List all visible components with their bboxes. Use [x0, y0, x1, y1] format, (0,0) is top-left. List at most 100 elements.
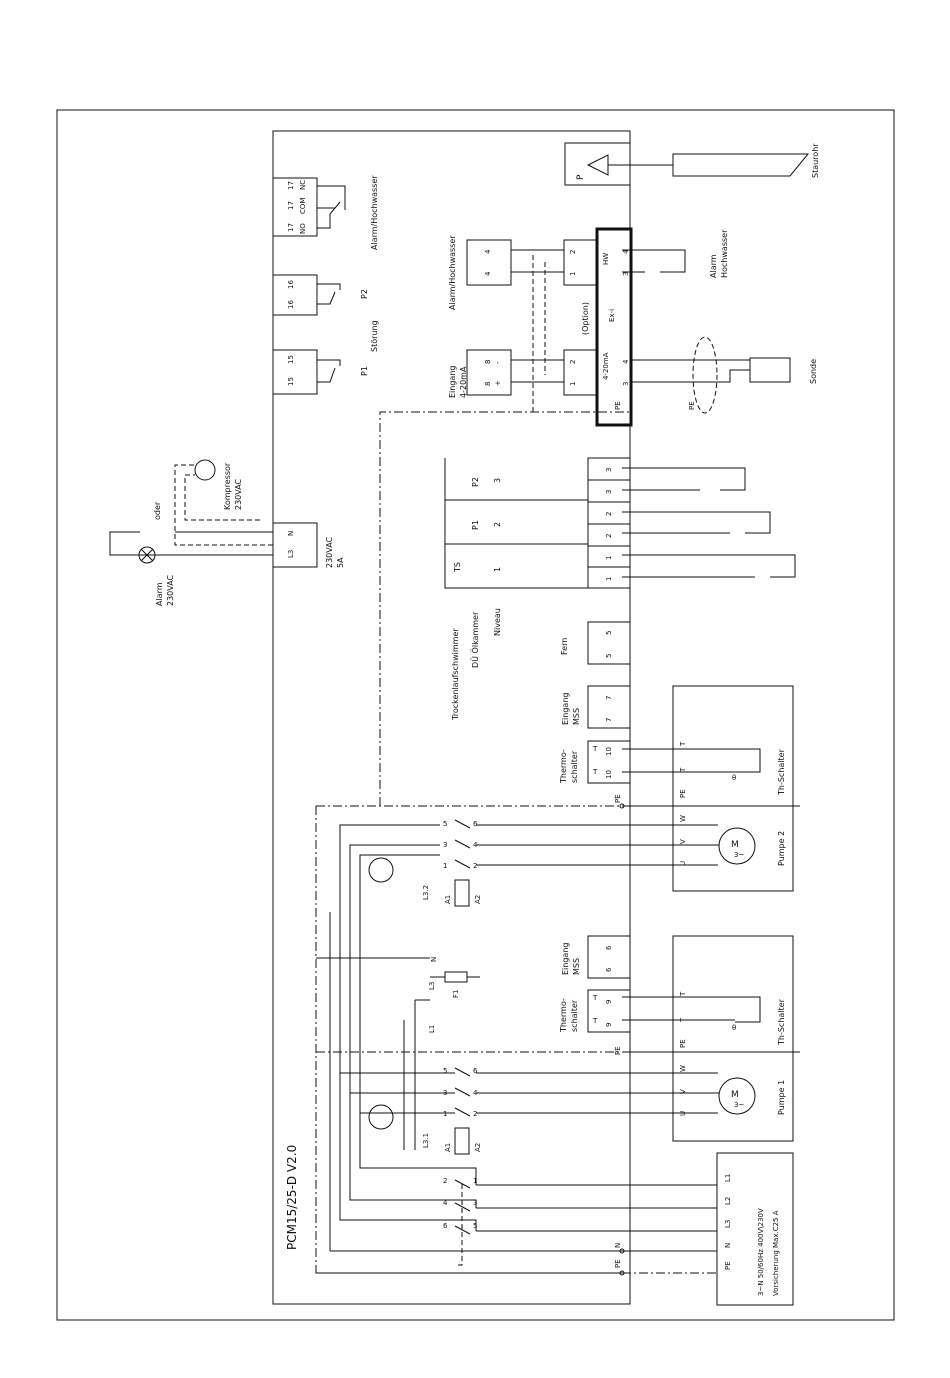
svg-text:6: 6: [473, 820, 478, 828]
svg-text:F1: F1: [452, 990, 460, 998]
svg-text:3: 3: [443, 841, 447, 849]
svg-text:3: 3: [622, 382, 630, 386]
svg-text:-: -: [494, 361, 502, 364]
svg-text:15: 15: [287, 377, 295, 386]
exi-module: [595, 227, 633, 427]
svg-text:M: M: [731, 1090, 739, 1100]
svg-text:6: 6: [605, 945, 613, 950]
p1-relay: [272, 349, 318, 395]
svg-text:T: T: [592, 1017, 598, 1025]
svg-text:PE: PE: [614, 1046, 622, 1055]
svg-text:θ: θ: [732, 774, 736, 782]
outer-frame: [56, 109, 895, 1321]
svg-text:U: U: [679, 861, 687, 866]
svg-text:4: 4: [473, 841, 478, 849]
supply-l3: L3: [724, 1220, 732, 1228]
svg-text:L3.2: L3.2: [422, 885, 430, 900]
staurohr-label: Staurohr: [811, 143, 820, 178]
svg-text:PE: PE: [688, 401, 696, 410]
main-switch: 2 4 6 1 3 5: [443, 1177, 477, 1266]
contactor-2: [454, 879, 470, 907]
pump-1-box: [672, 935, 794, 1142]
svg-text:1: 1: [569, 272, 577, 276]
ma-input-terminals: [466, 349, 512, 396]
svg-text:9: 9: [605, 1023, 613, 1027]
alarm-lamp: [138, 546, 156, 564]
svg-text:7: 7: [605, 696, 613, 700]
svg-text:PE: PE: [679, 1039, 687, 1048]
svg-text:4: 4: [622, 359, 630, 364]
mss-2-terminals: [587, 685, 631, 729]
svg-text:A2: A2: [474, 1143, 482, 1152]
svg-text:6: 6: [605, 967, 613, 972]
svg-text:P1: P1: [360, 366, 369, 376]
svg-text:W: W: [679, 1065, 687, 1072]
controller-title: PCM15/25-D V2.0: [285, 1145, 299, 1250]
svg-text:5: 5: [605, 654, 613, 658]
oder-label: oder: [153, 501, 162, 520]
svg-text:L3: L3: [428, 982, 436, 990]
hw-input-terminals: [466, 239, 512, 286]
aux-supply: [272, 522, 318, 568]
svg-text:N: N: [287, 531, 295, 536]
svg-text:A1: A1: [444, 1143, 452, 1152]
svg-text:PE: PE: [614, 1259, 622, 1268]
pump-1-motor: [718, 1077, 756, 1115]
supply-l1: L1: [724, 1174, 732, 1182]
svg-text:θ: θ: [732, 1024, 736, 1032]
svg-text:5: 5: [605, 631, 613, 635]
fern-label: Fern: [560, 638, 569, 655]
svg-text:9: 9: [605, 1000, 613, 1004]
alarm-hw-label: Alarm/Hochwasser: [448, 235, 457, 310]
svg-text:NC: NC: [299, 180, 307, 190]
svg-text:15: 15: [287, 355, 295, 364]
svg-text:3: 3: [493, 478, 502, 483]
compressor: [194, 459, 216, 481]
alarm-relay: [272, 177, 318, 237]
svg-text:8: 8: [484, 360, 492, 364]
svg-text:4: 4: [484, 249, 492, 254]
contactor-1: [454, 1127, 470, 1155]
pump-2-thermo: Th-Schalter: [777, 748, 786, 796]
svg-text:2: 2: [569, 360, 577, 364]
svg-text:5: 5: [473, 1222, 477, 1230]
svg-text:2: 2: [569, 250, 577, 254]
svg-text:1: 1: [443, 862, 447, 870]
svg-text:3: 3: [622, 272, 630, 276]
fuse-f1: [444, 971, 468, 983]
svg-text:P: P: [576, 174, 586, 180]
supply-label-1: 3~N 50/60Hz 400V\230V: [757, 1208, 765, 1296]
supply-pe: PE: [724, 1261, 732, 1270]
svg-text:5: 5: [443, 820, 447, 828]
svg-text:17: 17: [287, 201, 295, 210]
niveau-label: Niveau: [493, 608, 502, 636]
supply-box: [716, 1152, 794, 1306]
svg-text:T: T: [592, 768, 598, 776]
svg-text:3: 3: [473, 1199, 477, 1207]
p2-relay: [272, 274, 318, 316]
svg-text:L1: L1: [428, 1025, 436, 1033]
svg-text:A2: A2: [474, 895, 482, 904]
supply-n: N: [724, 1243, 732, 1248]
svg-text:N: N: [430, 957, 438, 962]
svg-text:T: T: [592, 745, 598, 753]
svg-text:+: +: [494, 380, 502, 386]
svg-text:M: M: [731, 840, 739, 850]
svg-text:10: 10: [605, 747, 613, 756]
svg-text:16: 16: [287, 300, 295, 309]
float-terminals: [587, 457, 631, 589]
svg-text:3~: 3~: [734, 851, 744, 859]
pressure-sensor: [564, 142, 631, 186]
svg-text:10: 10: [605, 770, 613, 779]
staurohr: [672, 153, 810, 177]
thermo-2-terminals: [587, 740, 631, 784]
svg-text:4-20mA: 4-20mA: [602, 352, 610, 380]
svg-text:4: 4: [473, 1089, 478, 1097]
pump-1-thermo: Th-Schalter: [777, 998, 786, 1046]
